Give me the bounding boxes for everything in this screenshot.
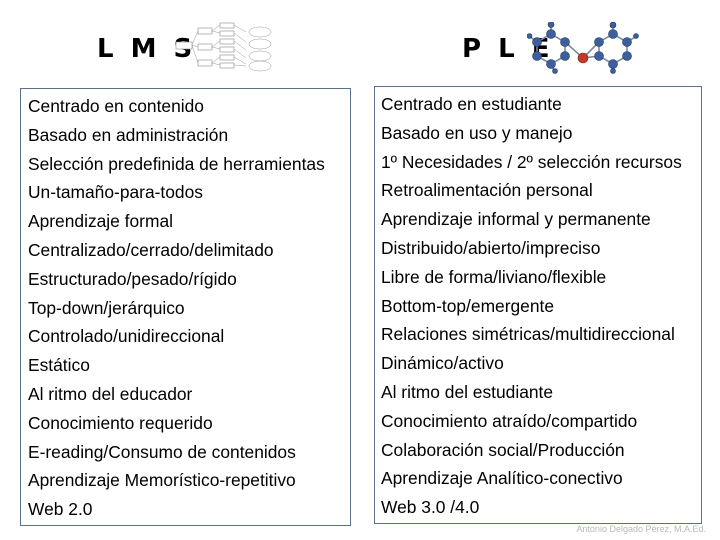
list-item: Colaboración social/Producción [381,439,625,460]
ple-list: Centrado en estudiante Basado en uso y m… [375,87,701,522]
list-item: Estático [28,355,90,376]
list-item: Aprendizaje Memorístico-repetitivo [28,470,296,491]
list-item: Al ritmo del educador [28,383,193,404]
list-item: Centrado en contenido [28,96,204,116]
list-item: Un-tamaño-para-todos [28,182,203,203]
list-item: Dinámico/activo [381,353,504,374]
list-item: Relaciones simétricas/multidireccional [381,324,675,345]
list-item: Controlado/unidireccional [28,326,225,347]
list-item: Aprendizaje Analítico-conectivo [381,468,623,489]
list-item: Centralizado/cerrado/delimitado [28,239,274,260]
lms-list-panel: Centrado en contenido Basado en administ… [20,88,351,526]
list-item: E-reading/Consumo de contenidos [28,441,296,462]
list-item: Libre de forma/liviano/flexible [381,266,607,287]
lms-list: Centrado en contenido Basado en administ… [21,89,350,524]
list-item: Conocimiento atraído/compartido [381,410,638,431]
list-item: Aprendizaje informal y permanente [381,209,651,230]
list-item: Web 2.0 [28,499,93,520]
lms-hierarchy-diagram-icon [175,22,272,72]
list-item: Retroalimentación personal [381,180,593,201]
list-item: Distribuido/abierto/impreciso [381,237,601,258]
ple-network-diagram-icon [527,22,639,74]
ple-list-panel: Centrado en estudiante Basado en uso y m… [374,86,702,524]
list-item: Conocimiento requerido [28,412,213,433]
list-item: Aprendizaje formal [28,211,173,232]
list-item: Top-down/jerárquico [28,297,185,318]
list-item: Basado en administración [28,124,229,145]
author-credit: Antonio Delgado Pérez, M.A.Ed. [576,524,706,534]
list-item: Basado en uso y manejo [381,122,573,143]
list-item: Selección predefinida de herramientas [28,153,325,174]
list-item: Bottom-top/emergente [381,295,555,316]
list-item: 1º Necesidades / 2º selección recursos [381,151,682,172]
list-item: Al ritmo del estudiante [381,381,554,402]
list-item: Web 3.0 /4.0 [381,497,480,518]
list-item: Estructurado/pesado/rígido [28,268,237,289]
list-item: Centrado en estudiante [381,94,562,114]
